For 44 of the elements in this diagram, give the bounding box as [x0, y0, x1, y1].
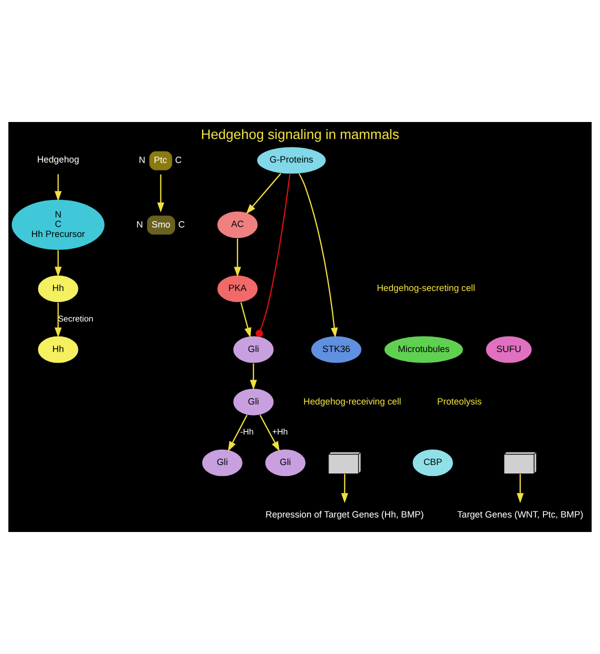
node-ellipse: Gli	[201, 448, 244, 477]
label: Hedgehog-receiving cell	[303, 396, 402, 406]
node-ellipse: G-Proteins	[256, 146, 326, 174]
arrow	[260, 414, 280, 452]
node-ellipse: Hh	[37, 274, 80, 303]
node-ellipse: PKA	[216, 274, 258, 303]
node-ellipse: N C Hh Precursor	[10, 198, 106, 251]
arrow	[228, 414, 248, 452]
node-text: Target Genes (WNT, Ptc, BMP)	[457, 510, 584, 520]
node-box: Ptc	[149, 151, 172, 170]
edge-label: Secretion	[58, 313, 94, 324]
label: Proteolysis	[437, 396, 482, 406]
node-text: Hedgehog	[37, 154, 80, 165]
arrow	[54, 250, 62, 277]
arrow	[234, 238, 242, 277]
arrow	[54, 174, 62, 202]
arrow	[250, 363, 257, 390]
arrow	[240, 302, 252, 338]
arrow	[516, 474, 524, 504]
arrow	[246, 173, 282, 214]
node-label: N	[138, 155, 146, 166]
node-ellipse: SUFU	[485, 336, 532, 364]
node-ellipse: Hh	[37, 336, 80, 364]
arrow	[298, 173, 338, 338]
node-text: Repression of Target Genes (Hh, BMP)	[266, 510, 424, 520]
arrow	[341, 474, 348, 504]
node-ellipse: STK36	[310, 336, 362, 364]
node-box: Smo	[147, 216, 176, 235]
edge-label: +Hh	[272, 426, 288, 437]
node-label: C	[178, 220, 185, 230]
arrow	[54, 302, 62, 338]
node-label: C	[175, 155, 182, 166]
node-ellipse: Gli	[264, 448, 306, 477]
diagram-title: Hedgehog signaling in mammals	[200, 127, 400, 142]
node-ellipse: AC	[216, 210, 258, 239]
arrow	[157, 174, 164, 213]
node-ellipse: Gli	[232, 388, 274, 416]
connector	[256, 174, 290, 338]
node-label: N	[136, 220, 144, 230]
edge-label: -Hh	[240, 426, 254, 437]
label: Hedgehog-secreting cell	[376, 283, 476, 294]
node-ellipse: CBP	[412, 448, 454, 477]
node-ellipse: Microtubules	[384, 336, 464, 364]
node-ellipse: Gli	[232, 336, 274, 364]
